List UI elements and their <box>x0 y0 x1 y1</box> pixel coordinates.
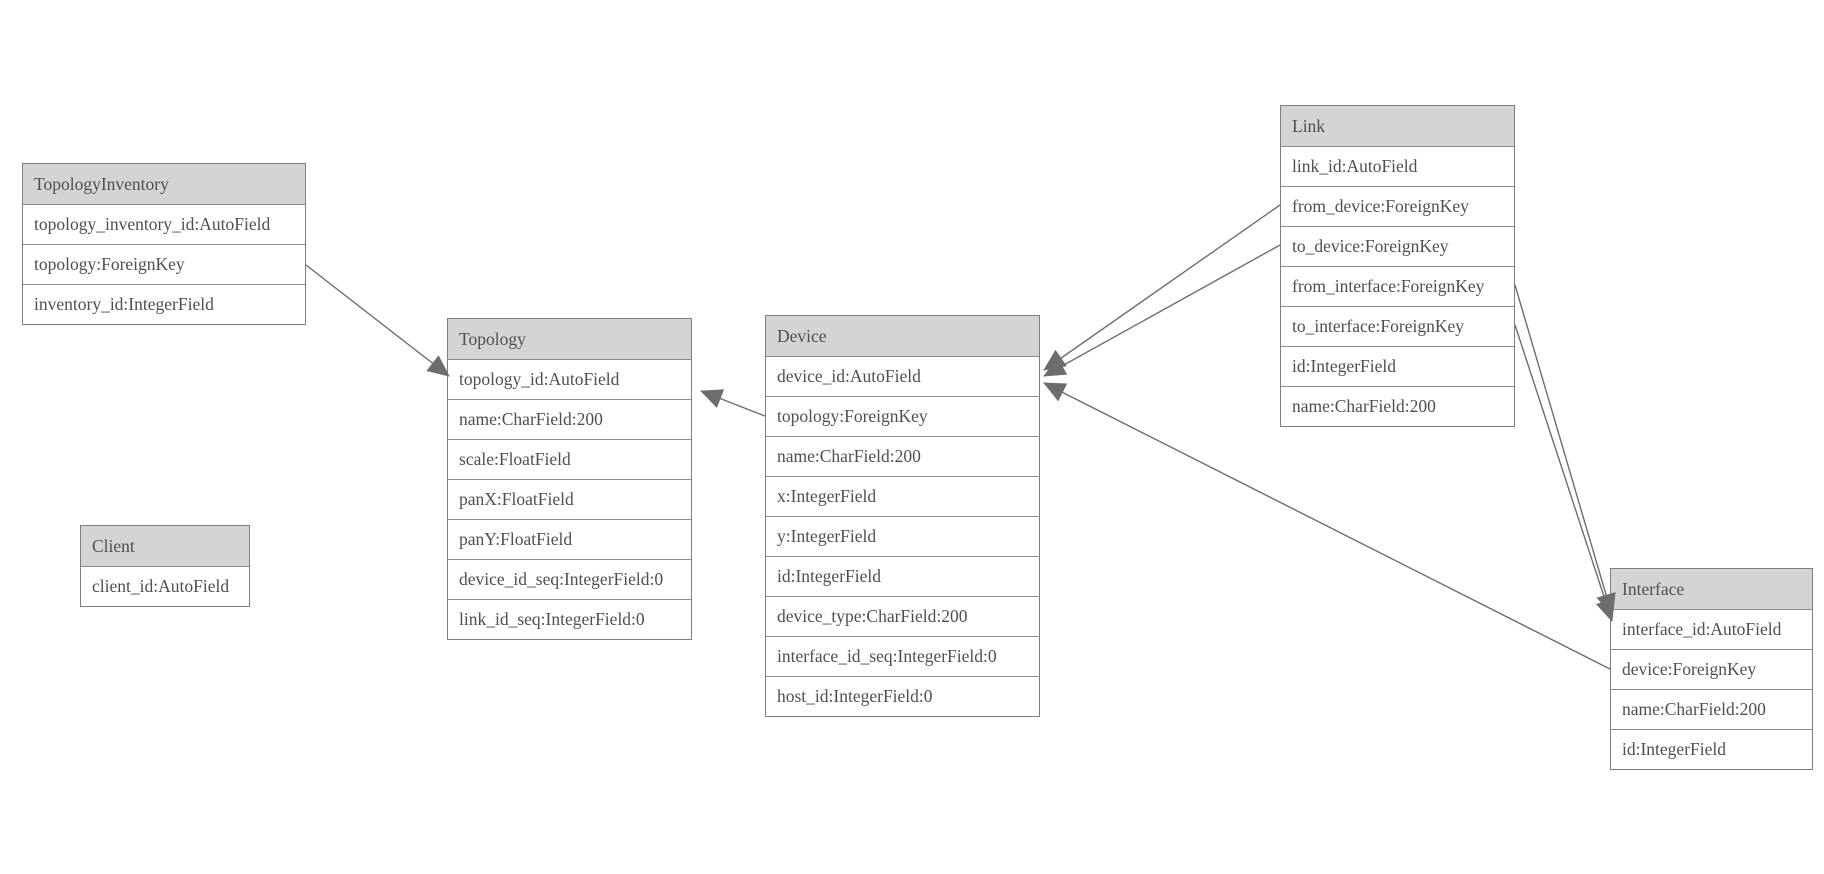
field-interface-id-seq: interface_id_seq:IntegerField:0 <box>766 636 1039 676</box>
field-link-id-int: id:IntegerField <box>1281 346 1514 386</box>
entity-topology: Topology topology_id:AutoField name:Char… <box>447 318 692 640</box>
field-device-type: device_type:CharField:200 <box>766 596 1039 636</box>
relation-link-to-interface <box>1514 324 1615 622</box>
field-device-y: y:IntegerField <box>766 516 1039 556</box>
field-topology-id: topology_id:AutoField <box>448 359 691 399</box>
field-interface-id-int: id:IntegerField <box>1611 729 1812 769</box>
field-pany: panY:FloatField <box>448 519 691 559</box>
field-from-interface: from_interface:ForeignKey <box>1281 266 1514 306</box>
field-inventory-id: inventory_id:IntegerField <box>23 284 305 324</box>
field-topology-name: name:CharField:200 <box>448 399 691 439</box>
field-device-id-int: id:IntegerField <box>766 556 1039 596</box>
entity-device-title: Device <box>766 316 1039 356</box>
field-device-id: device_id:AutoField <box>766 356 1039 396</box>
field-host-id: host_id:IntegerField:0 <box>766 676 1039 716</box>
entity-client: Client client_id:AutoField <box>80 525 250 607</box>
field-interface-name: name:CharField:200 <box>1611 689 1812 729</box>
entity-link: Link link_id:AutoField from_device:Forei… <box>1280 105 1515 427</box>
field-device-id-seq: device_id_seq:IntegerField:0 <box>448 559 691 599</box>
relation-link-from-device <box>1043 204 1281 371</box>
field-interface-id: interface_id:AutoField <box>1611 609 1812 649</box>
entity-interface: Interface interface_id:AutoField device:… <box>1610 568 1813 770</box>
field-device-topology-fk: topology:ForeignKey <box>766 396 1039 436</box>
field-topology-inventory-id: topology_inventory_id:AutoField <box>23 204 305 244</box>
field-interface-device-fk: device:ForeignKey <box>1611 649 1812 689</box>
field-to-interface: to_interface:ForeignKey <box>1281 306 1514 346</box>
relation-topologyinventory-topology <box>305 264 450 377</box>
field-device-name: name:CharField:200 <box>766 436 1039 476</box>
entity-topology-title: Topology <box>448 319 691 359</box>
field-from-device: from_device:ForeignKey <box>1281 186 1514 226</box>
field-link-id: link_id:AutoField <box>1281 146 1514 186</box>
relation-link-to-device <box>1043 244 1281 377</box>
field-topology-fk: topology:ForeignKey <box>23 244 305 284</box>
relation-link-from-interface <box>1514 284 1616 616</box>
relation-device-topology <box>700 389 766 417</box>
field-to-device: to_device:ForeignKey <box>1281 226 1514 266</box>
field-device-x: x:IntegerField <box>766 476 1039 516</box>
field-panx: panX:FloatField <box>448 479 691 519</box>
field-client-id: client_id:AutoField <box>81 566 249 606</box>
entity-topologyinventory-title: TopologyInventory <box>23 164 305 204</box>
field-link-id-seq: link_id_seq:IntegerField:0 <box>448 599 691 639</box>
entity-topologyinventory: TopologyInventory topology_inventory_id:… <box>22 163 306 325</box>
entity-link-title: Link <box>1281 106 1514 146</box>
field-link-name: name:CharField:200 <box>1281 386 1514 426</box>
entity-client-title: Client <box>81 526 249 566</box>
entity-interface-title: Interface <box>1611 569 1812 609</box>
field-scale: scale:FloatField <box>448 439 691 479</box>
entity-device: Device device_id:AutoField topology:Fore… <box>765 315 1040 717</box>
